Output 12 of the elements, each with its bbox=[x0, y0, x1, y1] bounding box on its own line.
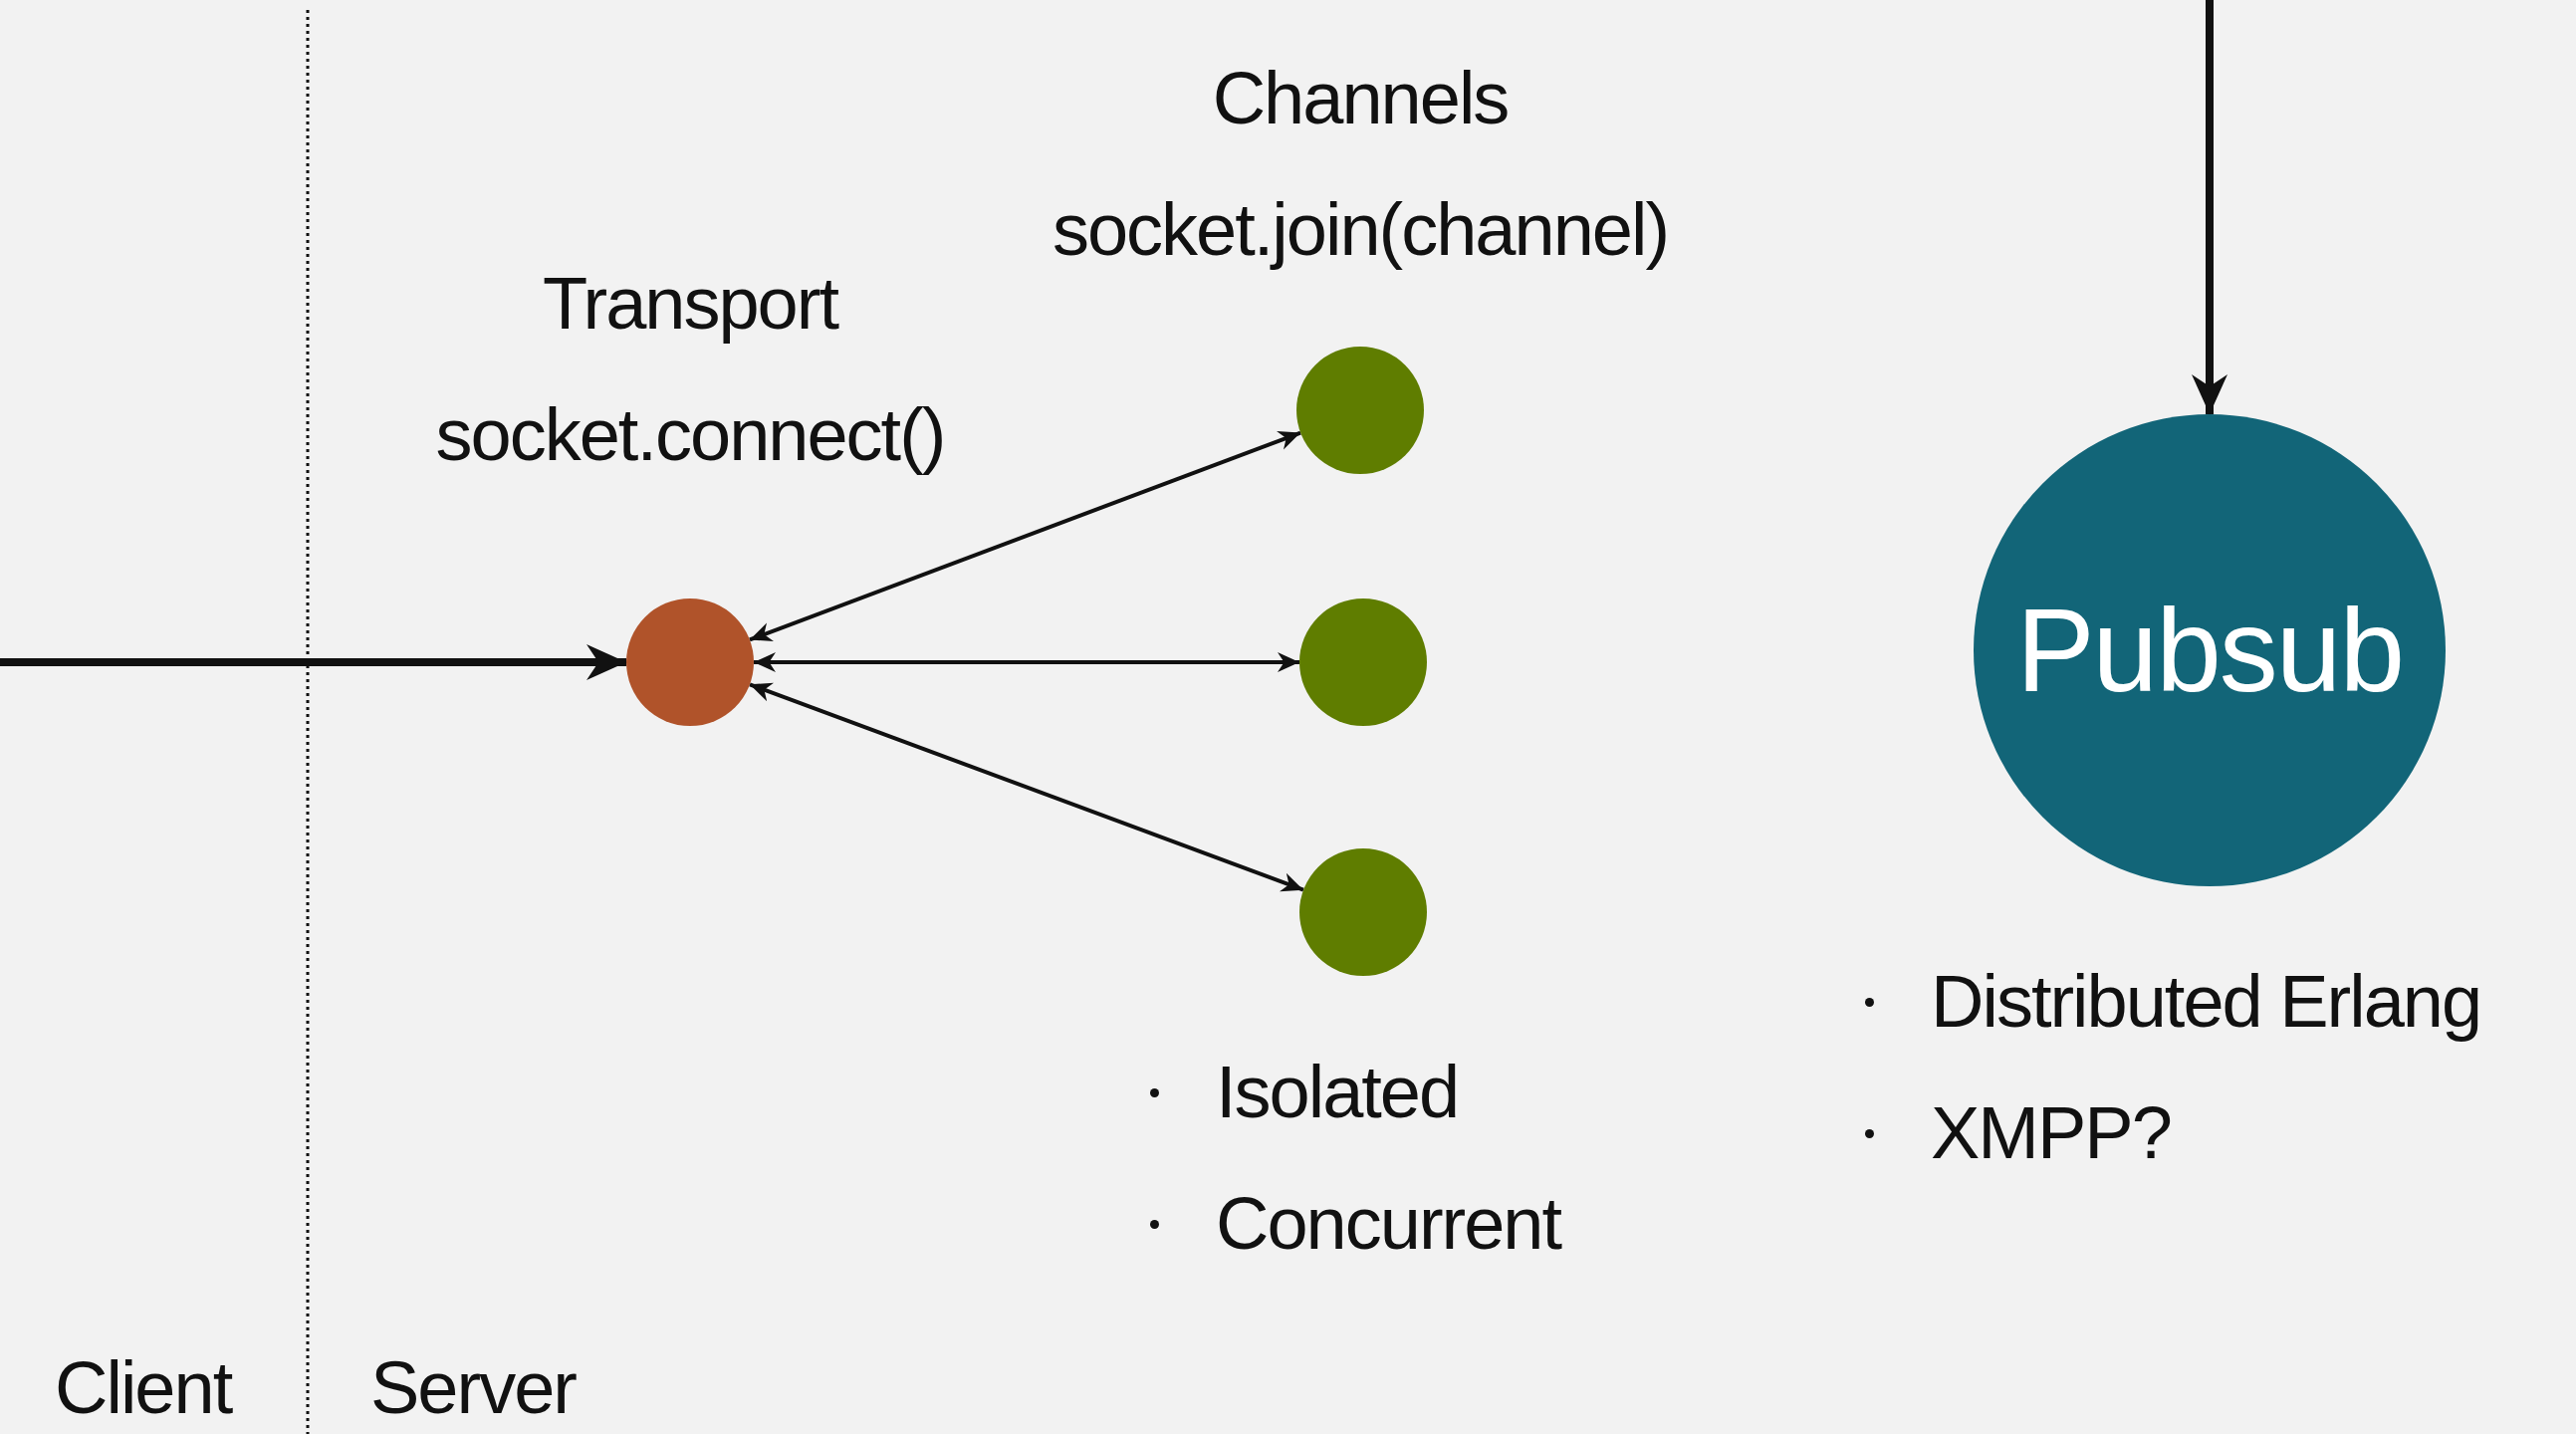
arrow bbox=[749, 430, 1301, 642]
arrow bbox=[2192, 0, 2227, 414]
side-label: Client bbox=[55, 1351, 232, 1425]
side-label: Server bbox=[370, 1351, 576, 1425]
node-heading: Channels bbox=[1212, 62, 1509, 135]
bullet-item: Concurrent bbox=[1216, 1187, 1561, 1261]
bullet-item: Isolated bbox=[1216, 1056, 1459, 1129]
bullet-item: XMPP? bbox=[1931, 1096, 2171, 1170]
arrow bbox=[754, 652, 1299, 672]
node-label: Pubsub bbox=[2015, 584, 2404, 718]
arrow bbox=[0, 644, 626, 680]
arrow bbox=[749, 682, 1304, 892]
